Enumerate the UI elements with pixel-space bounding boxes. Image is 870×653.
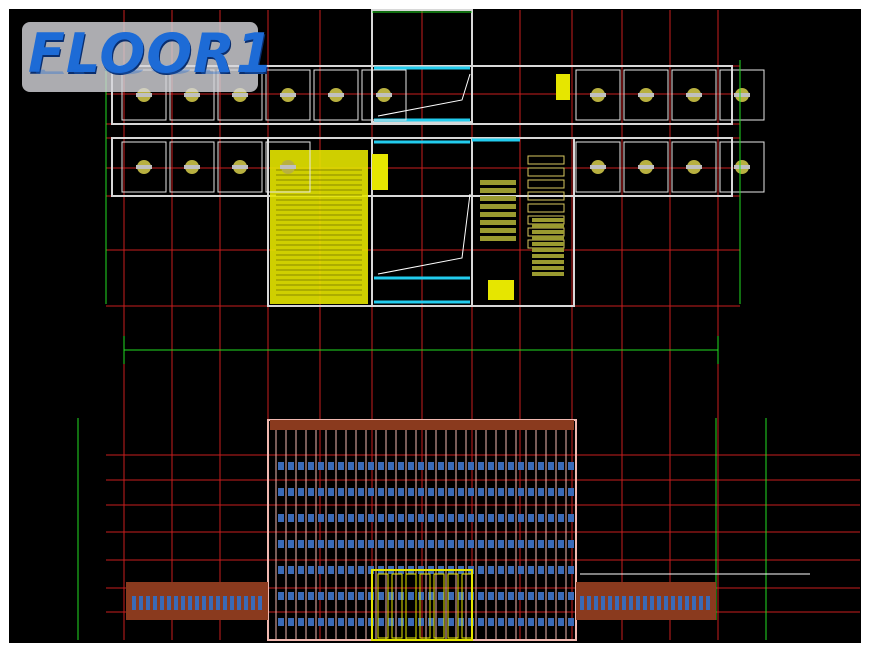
- office-rooms: [121, 69, 765, 193]
- floor-plan: [77, 9, 860, 641]
- floor-label-reflection: FLOOR1: [28, 70, 274, 78]
- ramp-lines: [377, 73, 471, 275]
- cad-drawing-canvas: [9, 9, 861, 643]
- front-elevation: [126, 419, 810, 641]
- plan-walls: [111, 9, 733, 307]
- dimension-lines: [77, 11, 767, 640]
- floor-label-badge: [22, 22, 258, 92]
- classroom-desks: [372, 74, 570, 300]
- floor-label: FLOOR1: [28, 22, 275, 85]
